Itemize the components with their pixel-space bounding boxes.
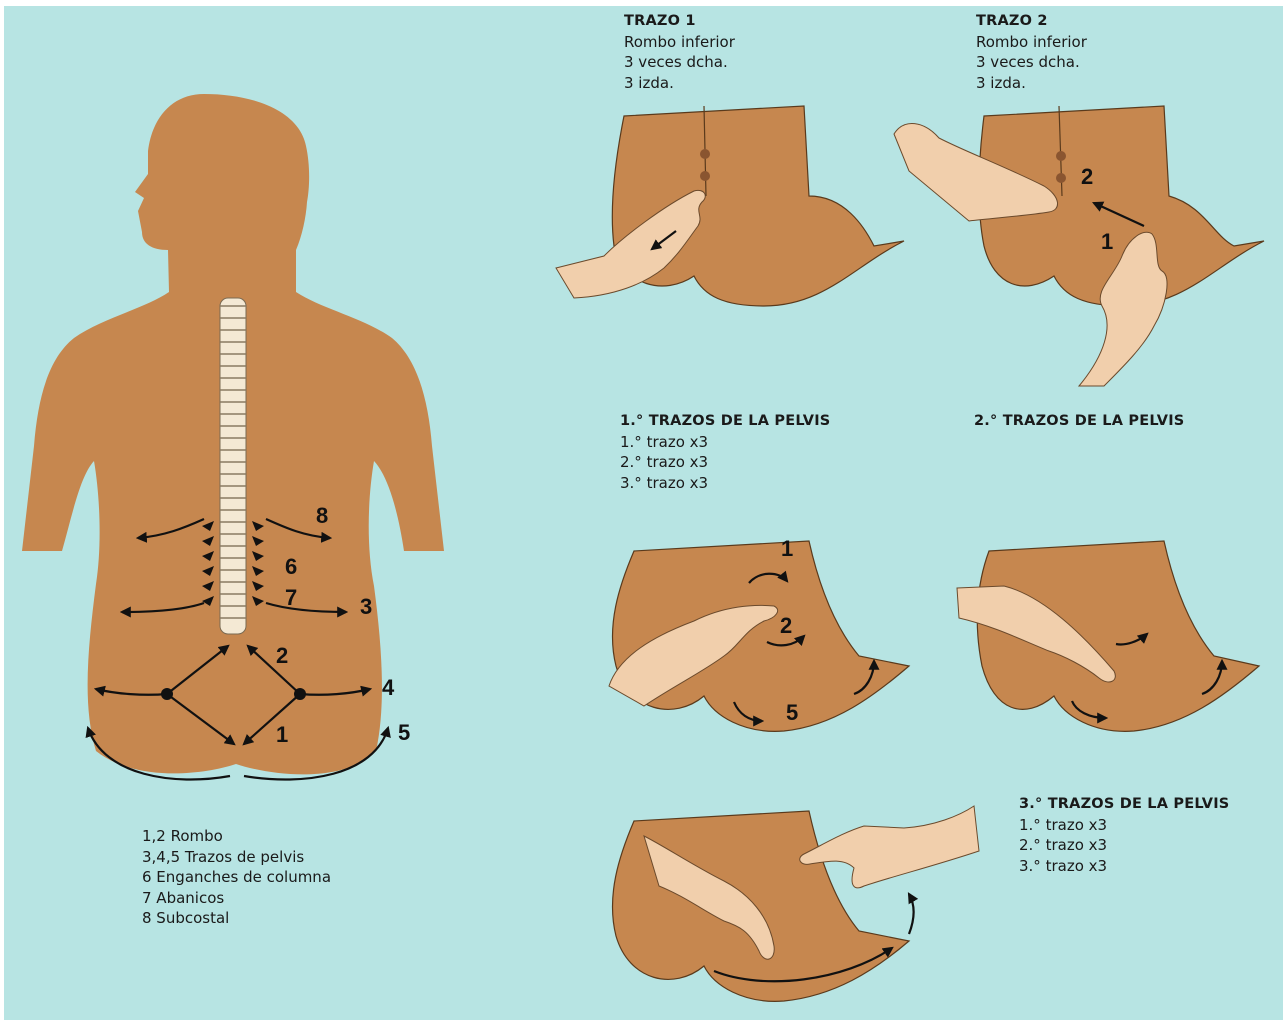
back-number-7: 7 xyxy=(285,585,297,610)
back-number-5: 5 xyxy=(398,720,410,745)
pelvis1-line-3: 3.° trazo x3 xyxy=(620,473,830,494)
pelvis1-title: 1.° TRAZOS DE LA PELVIS xyxy=(620,411,830,432)
trazo2-line-1: Rombo inferior xyxy=(976,32,1087,53)
trazo1-caption: TRAZO 1 Rombo inferior 3 veces dcha. 3 i… xyxy=(624,11,735,93)
pelvis3-caption: 3.° TRAZOS DE LA PELVIS 1.° trazo x3 2.°… xyxy=(1019,794,1229,876)
pelvis3-title: 3.° TRAZOS DE LA PELVIS xyxy=(1019,794,1229,815)
back-number-8: 8 xyxy=(316,503,328,528)
back-number-6: 6 xyxy=(285,554,297,579)
pelvis2-illustration xyxy=(957,541,1259,731)
pelvis3-line-1: 1.° trazo x3 xyxy=(1019,815,1229,836)
trazo2-number-2: 2 xyxy=(1081,164,1093,189)
pelvis1-line-1: 1.° trazo x3 xyxy=(620,432,830,453)
legend: 1,2 Rombo 3,4,5 Trazos de pelvis 6 Engan… xyxy=(142,826,331,929)
pelvis1-caption: 1.° TRAZOS DE LA PELVIS 1.° trazo x3 2.°… xyxy=(620,411,830,493)
legend-item: 7 Abanicos xyxy=(142,888,331,909)
pelvis1-line-2: 2.° trazo x3 xyxy=(620,452,830,473)
pelvis3-illustration xyxy=(612,806,979,1001)
pelvis1-number-5: 5 xyxy=(786,700,798,725)
trazo2-illustration: 2 1 xyxy=(894,106,1264,386)
legend-item: 6 Enganches de columna xyxy=(142,867,331,888)
pelvis1-number-1: 1 xyxy=(781,536,793,561)
illustration-canvas: 8 6 7 3 2 4 1 5 2 1 xyxy=(4,6,1283,1020)
back-number-3: 3 xyxy=(360,594,372,619)
pelvis2-caption: 2.° TRAZOS DE LA PELVIS xyxy=(974,411,1184,432)
back-number-4: 4 xyxy=(382,675,395,700)
pelvis3-line-2: 2.° trazo x3 xyxy=(1019,835,1229,856)
trazo2-line-2: 3 veces dcha. xyxy=(976,52,1087,73)
pelvis3-line-3: 3.° trazo x3 xyxy=(1019,856,1229,877)
pelvis1-illustration: 1 2 5 xyxy=(609,536,909,731)
trazo2-number-1: 1 xyxy=(1101,229,1113,254)
legend-item: 3,4,5 Trazos de pelvis xyxy=(142,847,331,868)
pelvis1-number-2: 2 xyxy=(780,613,792,638)
back-figure: 8 6 7 3 2 4 1 5 xyxy=(22,94,444,780)
legend-item: 8 Subcostal xyxy=(142,908,331,929)
back-number-2: 2 xyxy=(276,643,288,668)
spine xyxy=(220,298,246,634)
back-number-1: 1 xyxy=(276,722,288,747)
trazo2-caption: TRAZO 2 Rombo inferior 3 veces dcha. 3 i… xyxy=(976,11,1087,93)
trazo1-illustration xyxy=(556,106,904,306)
trazo1-line-3: 3 izda. xyxy=(624,73,735,94)
legend-item: 1,2 Rombo xyxy=(142,826,331,847)
trazo2-line-3: 3 izda. xyxy=(976,73,1087,94)
trazo1-line-2: 3 veces dcha. xyxy=(624,52,735,73)
trazo1-line-1: Rombo inferior xyxy=(624,32,735,53)
trazo2-title: TRAZO 2 xyxy=(976,11,1087,32)
trazo1-title: TRAZO 1 xyxy=(624,11,735,32)
pelvis2-title: 2.° TRAZOS DE LA PELVIS xyxy=(974,411,1184,432)
